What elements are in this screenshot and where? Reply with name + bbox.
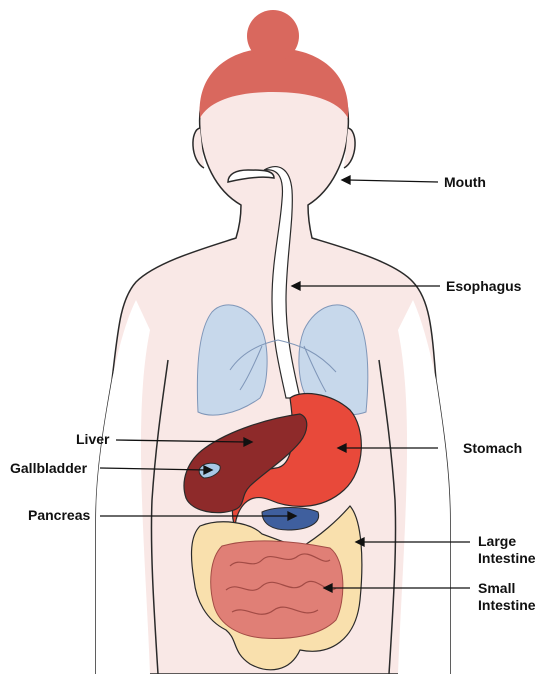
label-large-intestine: Large Intestine [478,533,536,567]
left-lung [197,305,267,415]
hair-bun [247,10,299,62]
small-intestine-shape [211,541,343,639]
label-small-intestine-line-1: Small [478,580,536,597]
label-gallbladder: Gallbladder [10,460,87,477]
label-large-intestine-line-2: Intestine [478,550,536,567]
mouth-arrowhead [342,176,350,184]
label-small-intestine-line-2: Intestine [478,597,536,614]
label-esophagus: Esophagus [446,278,521,295]
label-stomach: Stomach [463,440,522,457]
label-liver: Liver [76,431,109,448]
label-small-intestine: Small Intestine [478,580,536,614]
label-pancreas: Pancreas [28,507,90,524]
mouth-leader-line [348,180,438,182]
label-large-intestine-line-1: Large [478,533,536,550]
label-mouth: Mouth [444,174,486,191]
